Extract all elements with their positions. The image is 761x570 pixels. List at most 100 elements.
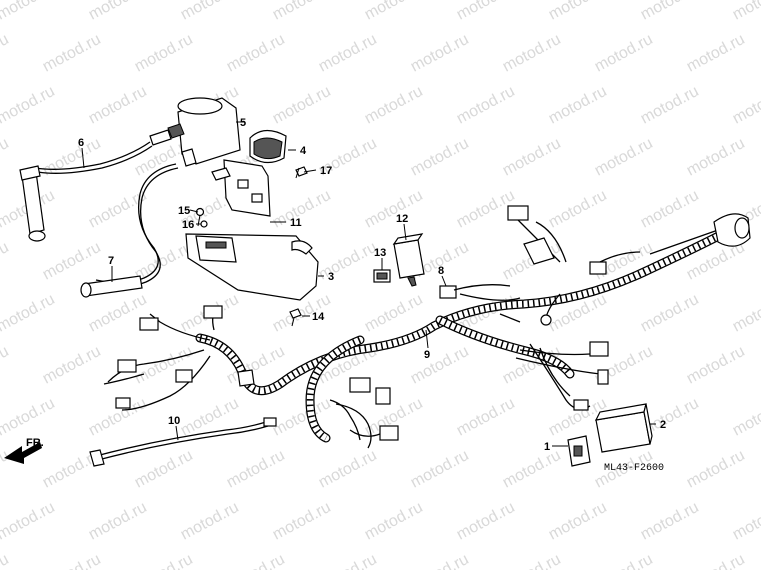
watermark-text: motod.ru — [500, 551, 564, 570]
watermark-text: motod.ru — [362, 187, 426, 232]
watermark-text: motod.ru — [40, 239, 104, 284]
watermark-text: motod.ru — [316, 31, 380, 76]
relay-12 — [392, 233, 425, 287]
watermark-text: motod.ru — [592, 551, 656, 570]
watermark-text: motod.ru — [362, 0, 426, 24]
watermark-text: motod.ru — [500, 447, 564, 492]
watermark-text: motod.ru — [0, 343, 12, 388]
sub-harness-10 — [89, 417, 277, 467]
watermark-text: motod.ru — [178, 499, 242, 544]
watermark-text: motod.ru — [40, 343, 104, 388]
watermark-text: motod.ru — [224, 551, 288, 570]
watermark-text: motod.ru — [592, 31, 656, 76]
watermark-text: motod.ru — [270, 499, 334, 544]
watermark-text: motod.ru — [454, 395, 518, 440]
watermark-text: motod.ru — [86, 499, 150, 544]
watermark-text: motod.ru — [270, 187, 334, 232]
callout-6: 6 — [78, 137, 84, 149]
callout-7: 7 — [108, 255, 114, 267]
watermark-text: motod.ru — [592, 135, 656, 180]
watermark-text: motod.ru — [730, 395, 761, 440]
watermark-text: motod.ru — [454, 0, 518, 24]
main-wire-harness — [103, 205, 751, 449]
watermark-text: motod.ru — [684, 447, 748, 492]
callout-4: 4 — [300, 145, 307, 157]
coil-bracket — [211, 159, 271, 217]
watermark-text: motod.ru — [638, 0, 702, 24]
watermark-text: motod.ru — [0, 551, 12, 570]
washer-16 — [200, 220, 208, 228]
callout-17: 17 — [320, 165, 332, 177]
watermark-text: motod.ru — [0, 291, 58, 336]
watermark-text: motod.ru — [0, 447, 12, 492]
watermark-text: motod.ru — [0, 0, 58, 24]
watermark-text: motod.ru — [730, 0, 761, 24]
callout-2: 2 — [660, 419, 666, 431]
coil-rubber-mount — [249, 129, 287, 164]
callout-labels: 1 2 3 4 5 6 7 8 9 10 11 12 13 14 15 16 1… — [78, 117, 666, 453]
watermark-text: motod.ru — [684, 135, 748, 180]
watermark-text: motod.ru — [546, 187, 610, 232]
watermark-text: motod.ru — [408, 551, 472, 570]
fuse-13 — [373, 269, 391, 283]
watermark-text: motod.ru — [132, 239, 196, 284]
callout-14: 14 — [312, 311, 325, 323]
watermark-text: motod.ru — [730, 83, 761, 128]
callout-3: 3 — [328, 271, 334, 283]
leader-lines — [81, 121, 656, 447]
watermark-text: motod.ru — [86, 0, 150, 24]
callout-13: 13 — [374, 247, 386, 259]
diagram-code: ML43-F2600 — [604, 463, 664, 474]
watermark-text: motod.ru — [730, 499, 761, 544]
watermark-text: motod.ru — [546, 83, 610, 128]
watermark-text: motod.ru — [224, 447, 288, 492]
front-direction-arrow: FR. — [4, 437, 44, 464]
ignition-coil — [149, 97, 241, 167]
watermark-text: motod.ru — [40, 31, 104, 76]
watermark-text: motod.ru — [0, 31, 12, 76]
spark-plug-cap-7 — [80, 163, 179, 298]
watermark-text: motod.ru — [546, 499, 610, 544]
tray-cover — [185, 233, 319, 301]
watermark-text: motod.ru — [132, 31, 196, 76]
watermark-text: motod.ru — [0, 135, 12, 180]
watermark-text: motod.ru — [454, 499, 518, 544]
watermark-text: motod.ru — [316, 551, 380, 570]
watermark-text: motod.ru — [86, 83, 150, 128]
watermark-text: motod.ru — [684, 31, 748, 76]
watermark-text: motod.ru — [40, 551, 104, 570]
watermark-text: motod.ru — [638, 187, 702, 232]
watermark-text: motod.ru — [362, 83, 426, 128]
callout-16: 16 — [182, 219, 194, 231]
watermark-text: motod.ru — [408, 343, 472, 388]
watermark-text: motod.ru — [684, 551, 748, 570]
front-direction-label: FR. — [26, 437, 44, 449]
spark-plug-cap-6 — [19, 141, 153, 242]
watermark-text: motod.ru — [684, 343, 748, 388]
watermark-text: motod.ru — [500, 135, 564, 180]
watermark-text: motod.ru — [224, 31, 288, 76]
connector-8 — [439, 285, 457, 299]
watermark-text: motod.ru — [132, 447, 196, 492]
watermark-text: motod.ru — [178, 0, 242, 24]
watermark-text: motod.ru — [270, 0, 334, 24]
watermark-text: motod.ru — [132, 551, 196, 570]
watermark-text: motod.ru — [408, 135, 472, 180]
switch-1 — [567, 435, 591, 467]
watermark-text: motod.ru — [0, 83, 58, 128]
bolt-17 — [295, 166, 308, 179]
watermark-text: motod.ru — [500, 31, 564, 76]
unit-2 — [594, 403, 653, 453]
bolt-14 — [289, 308, 302, 327]
callout-11: 11 — [290, 217, 302, 229]
watermark-text: motod.ru — [638, 83, 702, 128]
callout-5: 5 — [240, 117, 246, 129]
watermark-text: motod.ru — [362, 291, 426, 336]
watermark-text: motod.ru — [638, 499, 702, 544]
callout-12: 12 — [396, 213, 408, 225]
watermark-text: motod.ru — [546, 0, 610, 24]
callout-8: 8 — [438, 265, 444, 277]
watermark-text: motod.ru — [454, 83, 518, 128]
watermark-text: motod.ru — [362, 499, 426, 544]
watermark-text: motod.ru — [730, 291, 761, 336]
